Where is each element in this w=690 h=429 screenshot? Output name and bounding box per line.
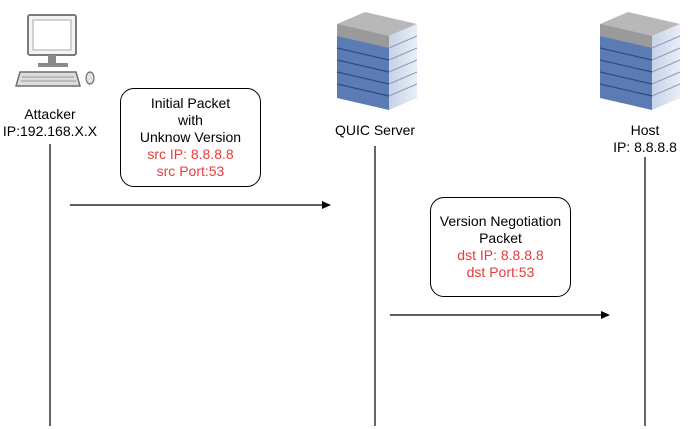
initial-packet-src-port: src Port:53 [156,163,225,179]
version-negotiation-note: Version Negotiation Packet dst IP: 8.8.8… [430,197,571,297]
attacker-ip: IP:192.168.X.X [2,123,98,139]
initial-packet-line3: Unknow Version [139,129,242,145]
initial-packet-line1: Initial Packet [150,95,231,111]
version-negotiation-dst-port: dst Port:53 [466,264,535,280]
desktop-computer-icon [15,14,95,87]
version-negotiation-line1: Version Negotiation [439,213,562,229]
version-negotiation-arrow [390,311,610,319]
host-label: Host IP: 8.8.8.8 [595,122,690,156]
initial-packet-arrow [70,201,331,209]
attacker-name: Attacker [24,106,76,122]
host-name: Host [630,122,660,138]
host-ip: IP: 8.8.8.8 [613,139,677,155]
version-negotiation-dst-ip: dst IP: 8.8.8.8 [457,247,544,263]
version-negotiation-line2: Packet [479,230,522,246]
server-rack-icon [599,12,681,110]
initial-packet-note: Initial Packet with Unknow Version src I… [120,88,261,187]
attacker-label: Attacker IP:192.168.X.X [0,106,100,140]
server-label: QUIC Server [315,122,435,139]
initial-packet-src-ip: src IP: 8.8.8.8 [147,146,234,162]
initial-packet-line2: with [178,112,203,128]
server-name: QUIC Server [334,122,416,138]
server-rack-icon [336,12,418,110]
